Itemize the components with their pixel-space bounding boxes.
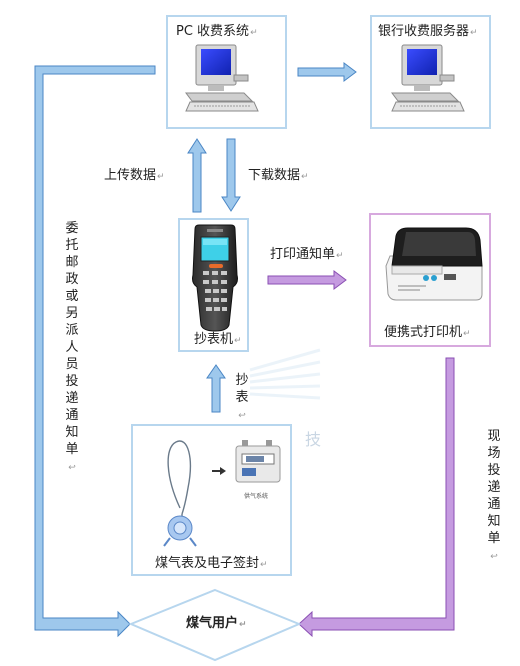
post-delivery-label: 委托邮政或另派人员投递通知单↩: [65, 221, 79, 473]
user-diamond: [128, 588, 302, 662]
pc-to-bank-arrow: [297, 62, 357, 82]
read-meter-label: 抄表↩: [235, 373, 249, 421]
bank-server-label: 银行收费服务器↵: [378, 24, 478, 39]
pc-system-label: PC 收费系统↵: [176, 24, 258, 39]
upload-arrow: [187, 138, 207, 213]
read-meter-arrow: [206, 364, 226, 413]
post-delivery-arrow: [34, 65, 156, 638]
download-arrow: [221, 138, 241, 212]
download-label: 下载数据↵: [248, 168, 309, 183]
meter-label: 煤气表及电子签封↵: [155, 556, 268, 571]
upload-label: 上传数据↵: [104, 168, 165, 183]
print-arrow: [267, 270, 347, 290]
print-notice-label: 打印通知单↵: [270, 247, 344, 262]
printer-label: 便携式打印机↵: [384, 325, 471, 340]
reader-label: 抄表机↵: [194, 332, 242, 347]
meter-box: [131, 424, 292, 576]
onsite-delivery-label: 现场投递通知单↩: [487, 429, 501, 562]
user-label: 煤气用户↵: [186, 616, 247, 631]
onsite-delivery-arrow: [298, 357, 455, 638]
watermark-char: 技: [305, 430, 322, 449]
meter-small-label: 供气系统: [244, 493, 269, 500]
